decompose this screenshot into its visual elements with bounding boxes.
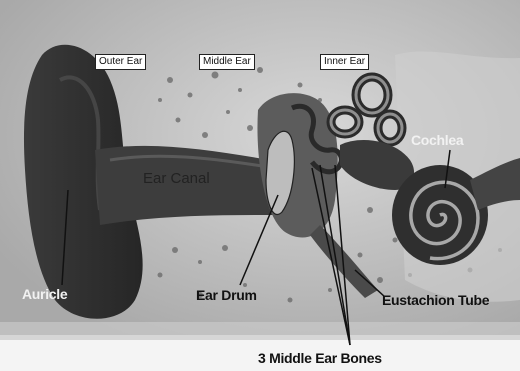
ear-drum-label: Ear Drum [196, 287, 257, 303]
ear-canal-label: Ear Canal [143, 170, 210, 187]
cochlea-label: Cochlea [411, 132, 463, 148]
outer-ear-label: Outer Ear [95, 54, 146, 70]
eustachion-tube-label: Eustachion Tube [382, 292, 489, 308]
auricle-label: Auricle [22, 286, 67, 302]
bottom-shadow [0, 322, 520, 340]
inner-ear-label: Inner Ear [320, 54, 369, 70]
middle-ear-label: Middle Ear [199, 54, 255, 70]
middle-ear-bones-label: 3 Middle Ear Bones [258, 350, 382, 366]
